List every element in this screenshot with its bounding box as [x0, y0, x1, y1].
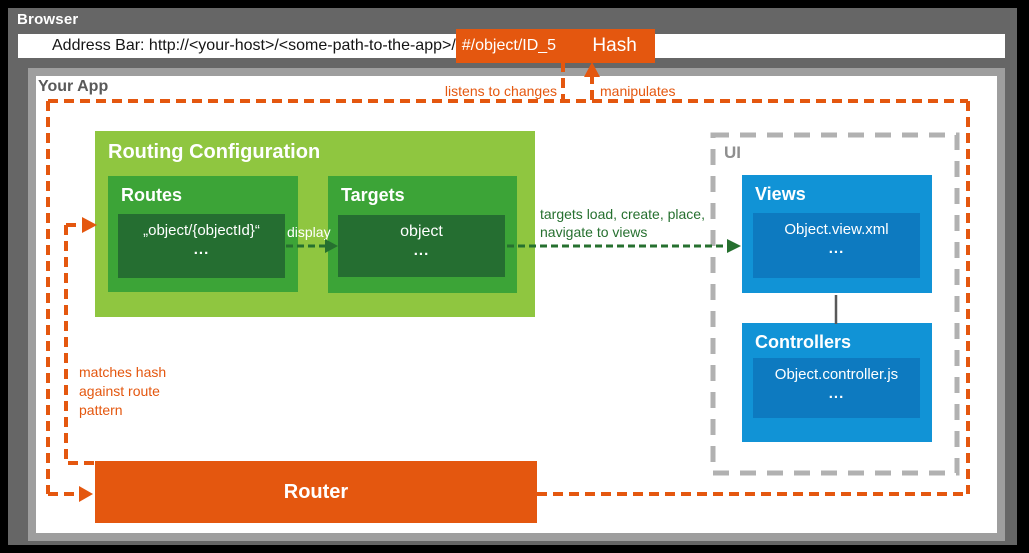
controllers-title: Controllers [755, 332, 852, 352]
router-label: Router [283, 480, 349, 503]
listens-to-changes-label: listens to changes [444, 83, 557, 99]
targets-load-label: targets load, create, place, navigate to… [540, 206, 705, 240]
your-app-title: Your App [38, 78, 109, 95]
view-file-box: Object.view.xml ... [753, 213, 920, 278]
routes-ellipsis: ... [193, 241, 210, 258]
target-entry: object [400, 223, 443, 240]
target-entry-box: object ... [338, 215, 505, 277]
address-url-text: Address Bar: http://<your-host>/<some-pa… [52, 37, 456, 54]
hash-value: #/object/ID_5 [461, 37, 557, 54]
targets-ellipsis: ... [413, 242, 430, 259]
controller-file-box: Object.controller.js ... [753, 358, 920, 418]
matches-hash-label: matches hash against route pattern [79, 364, 167, 418]
controllers-ellipsis: ... [828, 385, 845, 402]
browser-title: Browser [17, 11, 79, 28]
routes-title: Routes [121, 185, 183, 205]
router-box: Router [95, 461, 537, 523]
hash-highlight: #/object/ID_5 Hash [455, 29, 655, 63]
controller-file-name: Object.controller.js [774, 366, 899, 383]
hash-label: Hash [592, 35, 637, 56]
route-pattern: „object/{objectId}“ [143, 222, 260, 239]
ui-group-title: UI [724, 143, 741, 162]
views-title: Views [755, 184, 806, 204]
views-ellipsis: ... [828, 240, 845, 257]
manipulates-label: manipulates [600, 83, 676, 99]
routing-configuration-title: Routing Configuration [108, 141, 321, 163]
targets-title: Targets [341, 185, 405, 205]
display-label: display [287, 224, 331, 240]
address-bar: Address Bar: http://<your-host>/<some-pa… [18, 29, 1005, 63]
route-pattern-box: „object/{objectId}“ ... [118, 214, 285, 278]
view-file-name: Object.view.xml [784, 221, 889, 238]
